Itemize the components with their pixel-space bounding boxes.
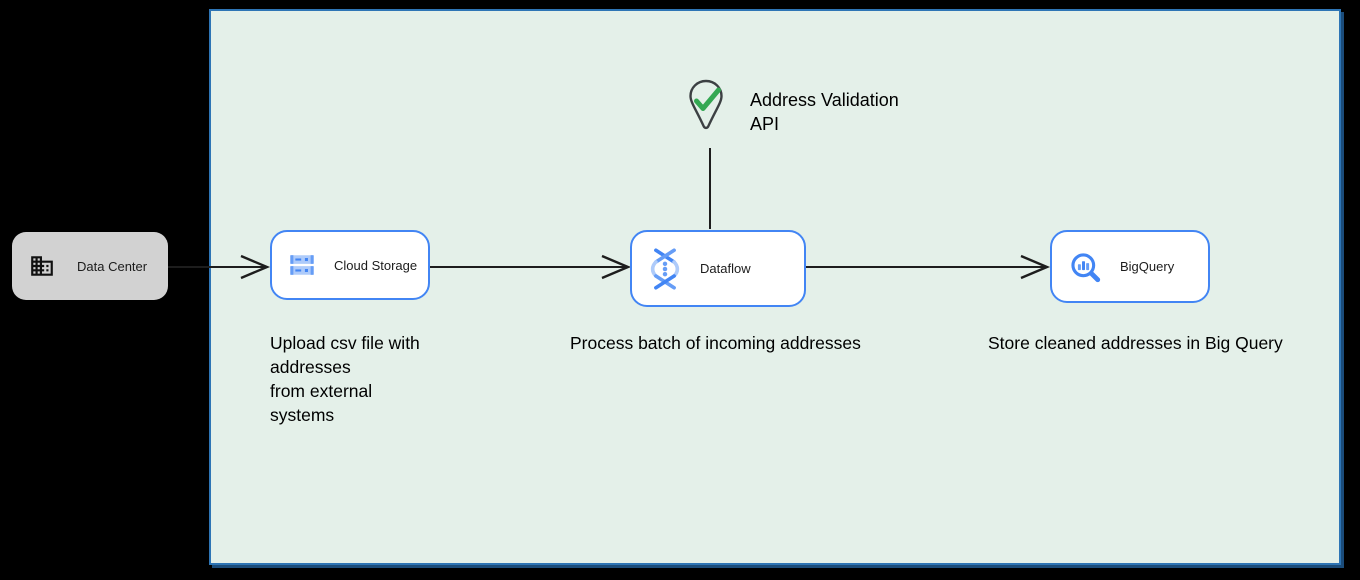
building-icon xyxy=(29,253,55,279)
node-data-center[interactable]: Data Center xyxy=(12,232,168,300)
bigquery-label: BigQuery xyxy=(1120,259,1175,274)
dataflow-label: Dataflow xyxy=(700,261,751,276)
dataflow-caption: Process batch of incoming addresses xyxy=(570,333,861,353)
dataflow-icon xyxy=(648,247,682,290)
cloud-storage-label: Cloud Storage xyxy=(334,257,418,273)
bigquery-icon xyxy=(1068,250,1102,284)
node-dataflow[interactable]: Dataflow xyxy=(630,230,806,307)
node-bigquery[interactable]: BigQuery xyxy=(1050,230,1210,303)
node-cloud-storage[interactable]: Cloud Storage xyxy=(270,230,430,300)
address-validation-api-label: Address Validation API xyxy=(750,90,899,134)
map-pin-check-icon[interactable] xyxy=(688,79,724,133)
cloud-storage-caption: Upload csv file with addresses from exte… xyxy=(270,333,420,425)
cloud-storage-icon xyxy=(288,251,316,279)
bigquery-caption: Store cleaned addresses in Big Query xyxy=(988,333,1283,353)
data-center-label: Data Center xyxy=(77,258,148,274)
